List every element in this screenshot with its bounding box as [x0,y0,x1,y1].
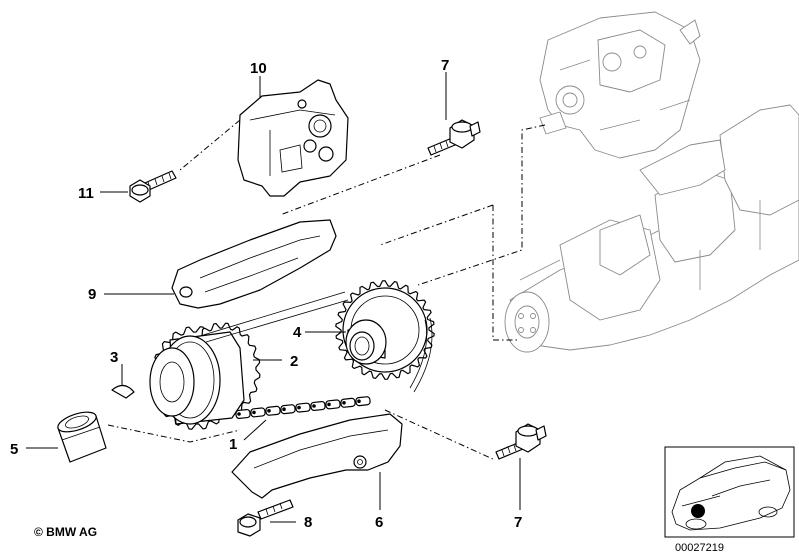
part-8-bolt [237,499,294,537]
part-5-sleeve [57,411,107,463]
chain-link [250,407,266,418]
callout-5: 5 [10,441,18,458]
chain-pin [327,402,331,407]
part-7-stud-bottom [495,423,547,460]
chain-pin [282,407,286,412]
injection-pump-ghost [539,11,701,159]
part-10-bracket [237,79,349,197]
callout-7-top: 7 [441,57,449,74]
chain-link [265,405,281,416]
car-location-thumbnail-icon [664,446,795,538]
part-6-tensioner-rail [231,413,403,499]
chain-pin [267,409,271,413]
callout-10: 10 [250,60,267,77]
crankshaft-ghost [504,104,799,353]
chain-pin [237,412,241,416]
callout-3: 3 [110,349,118,366]
part-7-stud-top [427,119,481,156]
callout-8: 8 [304,514,312,531]
callout-6: 6 [375,514,383,531]
chain-pin [252,410,256,415]
diagram-reference-number: 00027219 [675,542,724,554]
chain-link [325,399,341,410]
part-3-woodruff-key [111,384,135,399]
part-2-lower-sprocket [149,322,261,430]
alignment-lines [107,119,546,461]
copyright-notice: © BMW AG [34,525,98,539]
callout-2: 2 [290,353,298,370]
chain-link [355,396,371,407]
timing-chain-outline [199,291,433,393]
chain-pin [297,405,301,410]
chain-pin [342,401,346,405]
part-1-timing-chain [235,396,371,420]
part-4-upper-sprocket [335,280,435,380]
chain-link [310,400,326,412]
chain-link [340,397,356,408]
callout-4: 4 [293,324,302,341]
callout-7-bottom: 7 [514,514,522,531]
callout-numbers: 10 7 11 9 4 2 3 5 1 6 8 7 [10,57,522,531]
chain-link [235,408,251,420]
leader-lines [26,72,521,523]
chain-link [295,402,311,413]
part-9-guide-rail [171,219,337,309]
callout-1: 1 [229,436,237,453]
part-11-bolt [129,170,177,203]
chain-link [280,404,296,415]
chain-pin [357,399,361,404]
callout-11: 11 [78,185,94,202]
callout-9: 9 [88,286,96,303]
chain-pin [312,404,316,408]
